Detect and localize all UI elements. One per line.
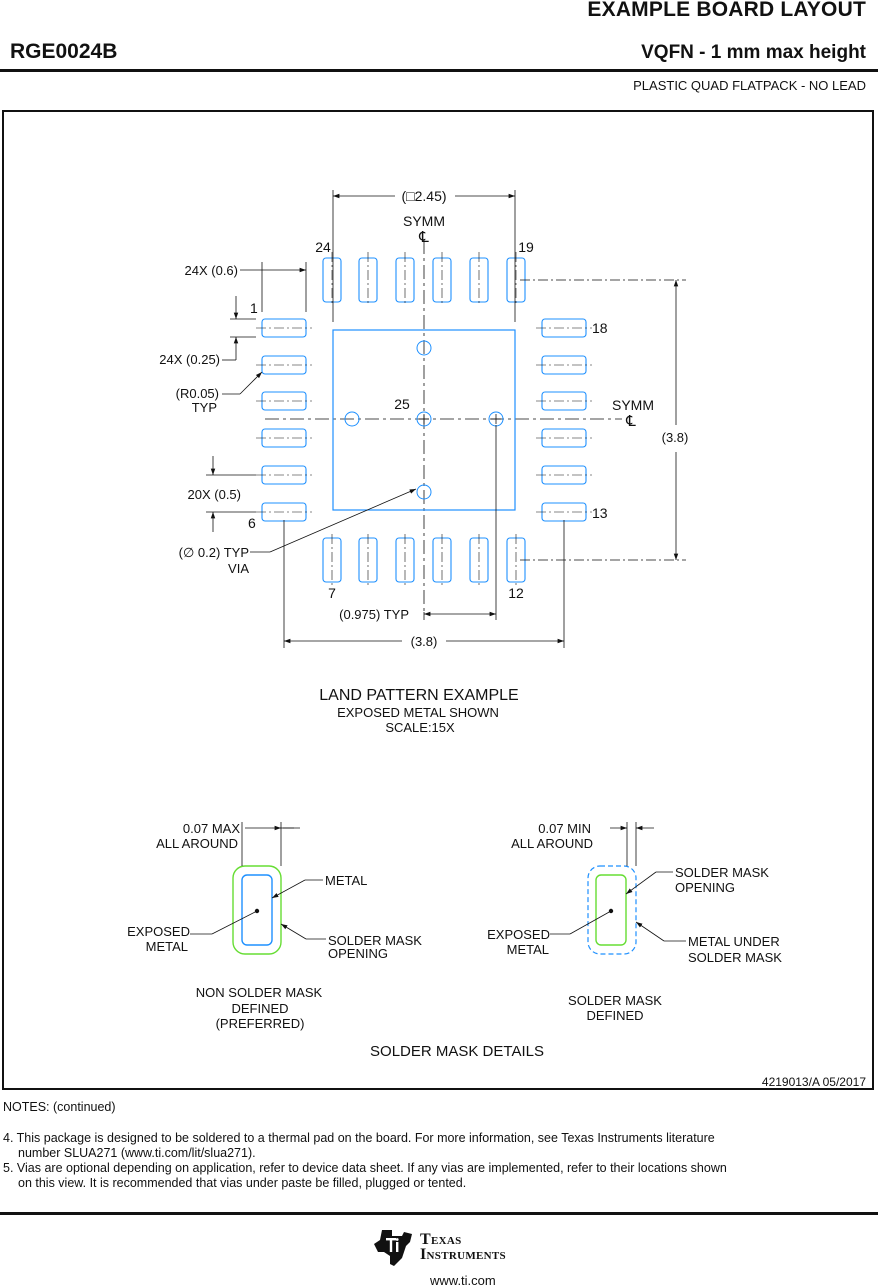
page-title: EXAMPLE BOARD LAYOUT [587, 0, 866, 21]
smd-opening-label: SOLDER MASK [675, 865, 769, 880]
pin-label: 1 [250, 300, 258, 316]
pin-label: 25 [394, 396, 410, 412]
pin-label: 12 [508, 585, 524, 601]
via [416, 411, 432, 427]
part-number: RGE0024B [10, 40, 118, 63]
ti-brand-line1: Texas [420, 1231, 462, 1248]
centerline-icon: ℄ [625, 413, 636, 430]
dim-pitch: 20X (0.5) [188, 487, 241, 502]
header-divider [0, 69, 878, 72]
pin-label: 18 [592, 320, 608, 336]
pin-label: 13 [592, 505, 608, 521]
note-4-cont: number SLUA271 (www.ti.com/lit/slua271). [18, 1146, 256, 1160]
nsmd-caption-2: DEFINED [231, 1001, 288, 1016]
smd-caption-2: DEFINED [586, 1008, 643, 1023]
pin-label: 6 [248, 515, 256, 531]
pin-label: 19 [518, 239, 534, 255]
nsmd-detail: 0.07 MAX ALL AROUND METAL EXPOSED METAL … [127, 821, 422, 1031]
mask-opening [232, 865, 282, 955]
notes: NOTES: (continued) 4. This package is de… [3, 1100, 727, 1191]
pin-label: 7 [328, 585, 336, 601]
nsmd-exposed-label: EXPOSED [127, 924, 190, 939]
land-pattern-subcaption: EXPOSED METAL SHOWN [337, 705, 499, 720]
drawing-frame [2, 110, 874, 1090]
nsmd-metal-label: METAL [325, 873, 367, 888]
left-pads [261, 318, 307, 522]
nsmd-caption: NON SOLDER MASK [196, 985, 323, 1000]
ti-brand-line2: Instruments [420, 1246, 506, 1263]
land-pattern-caption: LAND PATTERN EXAMPLE [319, 687, 518, 704]
dim-pad-length: 24X (0.6) [185, 263, 238, 278]
dim-via: (∅ 0.2) TYP [179, 545, 249, 560]
nsmd-opening-label-2: OPENING [328, 946, 388, 961]
dim-overall-width: (3.8) [411, 634, 438, 649]
smd-exposed-label: EXPOSED [487, 927, 550, 942]
metal-pad [241, 874, 273, 946]
dim-pad-width: 24X (0.25) [159, 352, 220, 367]
dim-corner-radius: (R0.05) [176, 386, 219, 401]
pin-label: 24 [315, 239, 331, 255]
land-pattern-drawing: (□2.45) SYMM ℄ 24 19 18 13 1 6 7 12 25 2… [127, 188, 866, 1089]
notes-heading: NOTES: (continued) [3, 1100, 116, 1114]
note-4: 4. This package is designed to be solder… [3, 1131, 715, 1145]
smd-exposed-label-2: METAL [507, 942, 549, 957]
package-description: PLASTIC QUAD FLATPACK - NO LEAD [633, 78, 866, 93]
smd-caption: SOLDER MASK [568, 993, 662, 1008]
nsmd-clearance-note: ALL AROUND [156, 836, 238, 851]
ti-url-link[interactable]: www.ti.com [430, 1273, 496, 1288]
package-name: VQFN - 1 mm max height [641, 42, 866, 63]
note-5: 5. Vias are optional depending on applic… [3, 1161, 727, 1175]
smd-clearance: 0.07 MIN [538, 821, 591, 836]
smd-under-label-2: SOLDER MASK [688, 950, 782, 965]
nsmd-clearance: 0.07 MAX [183, 821, 240, 836]
smd-under-label: METAL UNDER [688, 934, 780, 949]
land-pattern-scale: SCALE:15X [385, 720, 455, 735]
symm-label-top: SYMM [403, 213, 445, 229]
via [416, 340, 432, 356]
dim-overall-height: (3.8) [662, 430, 689, 445]
via-label: VIA [228, 561, 249, 576]
dim-via-offset: (0.975) TYP [339, 607, 409, 622]
nsmd-caption-3: (PREFERRED) [216, 1016, 305, 1031]
via [344, 411, 360, 427]
nsmd-opening-label: SOLDER MASK [328, 933, 422, 948]
nsmd-exposed-label-2: METAL [146, 939, 188, 954]
mask-opening [595, 874, 627, 946]
dim-corner-radius-typ: TYP [192, 400, 217, 415]
thermal-pad [332, 329, 516, 511]
ti-logo-icon [374, 1230, 412, 1266]
solder-mask-details-title: SOLDER MASK DETAILS [370, 1043, 544, 1060]
smd-clearance-note: ALL AROUND [511, 836, 593, 851]
right-pads [541, 318, 587, 522]
note-5-cont: on this view. It is recommended that via… [18, 1176, 467, 1190]
dim-thermal-pad: (□2.45) [401, 188, 446, 204]
smd-detail: 0.07 MIN ALL AROUND SOLDER MASK OPENING … [487, 821, 782, 1023]
centerline-icon: ℄ [418, 229, 429, 246]
ti-brand: Texas Instruments [420, 1231, 506, 1263]
footer-divider [0, 1212, 878, 1215]
centerlines [265, 240, 622, 612]
symm-label-right: SYMM [612, 397, 654, 413]
via [416, 484, 432, 500]
smd-opening-label-2: OPENING [675, 880, 735, 895]
drawing-id: 4219013/A 05/2017 [762, 1075, 866, 1089]
metal-under-mask [587, 865, 637, 955]
